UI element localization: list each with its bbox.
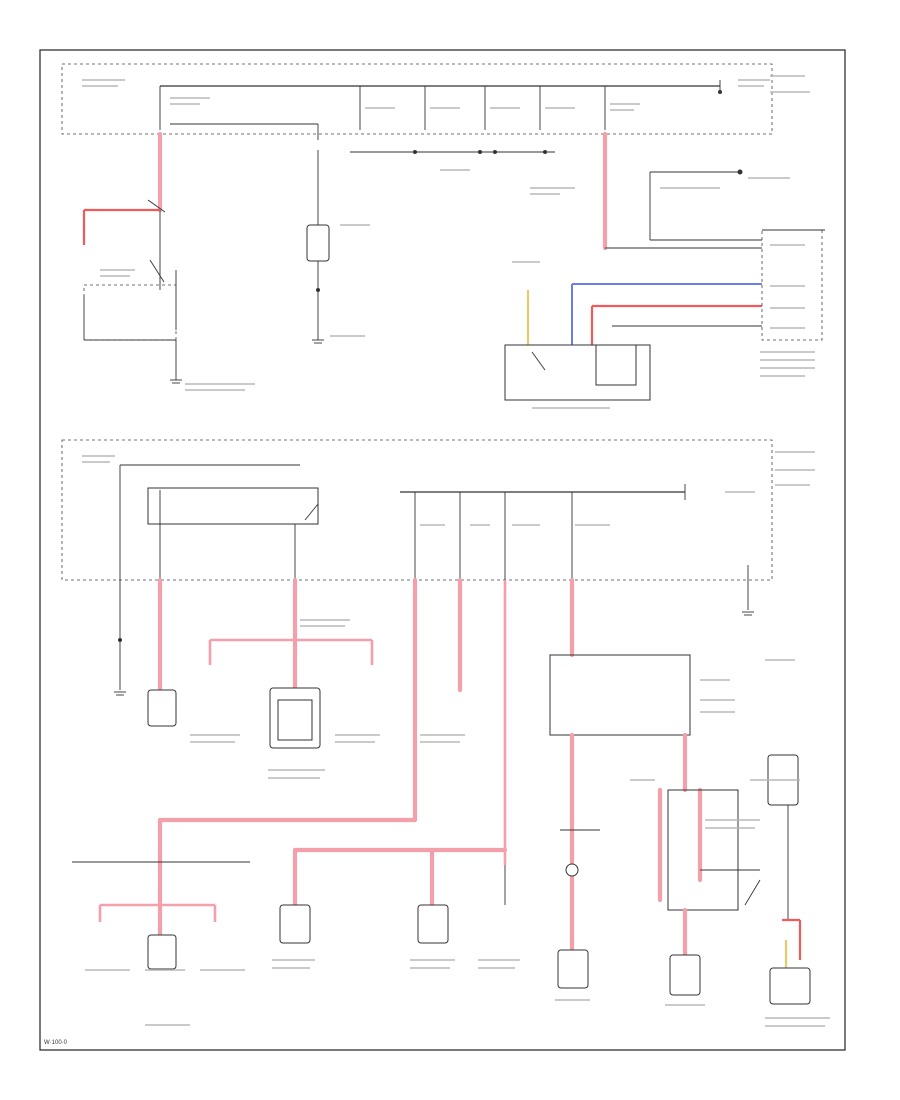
- connector-icon: [147, 689, 177, 727]
- lower-right-module: [657, 611, 811, 1005]
- upper-fuse-box: [61, 63, 773, 154]
- connector-icon: [279, 904, 311, 944]
- center-upper-circuit: [306, 150, 330, 344]
- figure-id: W·100·0: [44, 1040, 68, 1046]
- connector-icon: [769, 967, 811, 1005]
- lower-col-6: [549, 577, 691, 989]
- connector-icon: [269, 687, 321, 749]
- connector-icon: [557, 949, 589, 989]
- main-feed: [72, 577, 418, 970]
- lower-fuse-box: [61, 439, 773, 610]
- connector-icon: [147, 934, 177, 970]
- connector-icon: [306, 224, 330, 262]
- relay-icon: [504, 344, 651, 401]
- ground-icon: [170, 379, 182, 384]
- left-upper-circuit: [82, 131, 182, 384]
- ground-icon: [312, 339, 324, 344]
- connector-icon: [669, 954, 701, 996]
- outer-frame: [39, 49, 846, 1051]
- connector-icon: [417, 904, 449, 944]
- right-upper-circuit: [504, 131, 825, 401]
- caption-marks: [82, 75, 830, 1027]
- lower-col-2: [147, 577, 177, 727]
- lower-col-1: [114, 580, 126, 696]
- ground-icon: [114, 691, 126, 696]
- ground-icon: [742, 611, 754, 616]
- lower-col-5: [279, 580, 508, 944]
- lower-col-3: [208, 577, 374, 749]
